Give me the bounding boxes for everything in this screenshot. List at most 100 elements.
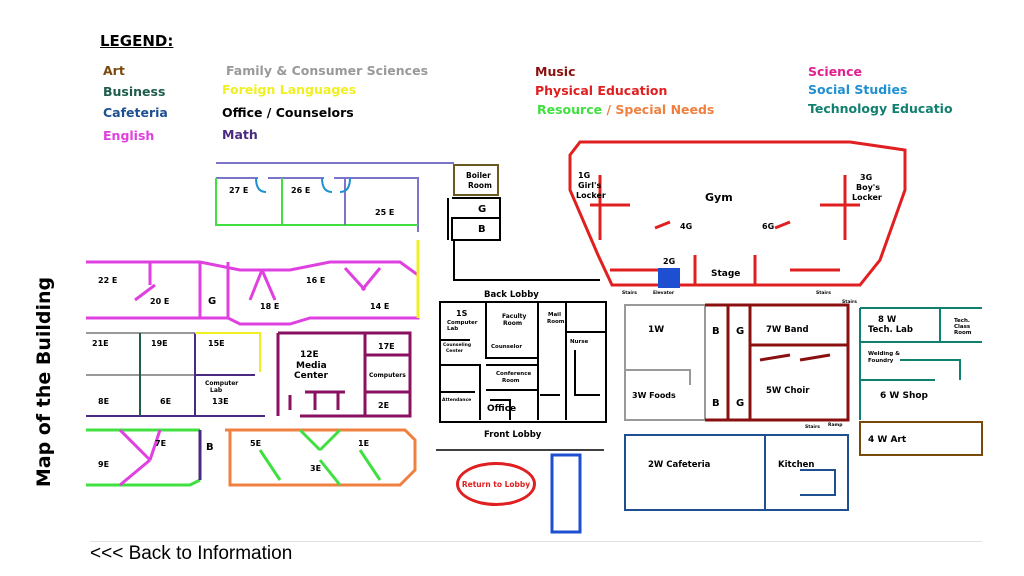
- media-center: [276, 331, 412, 418]
- boys-locker-1: 3G: [860, 173, 872, 182]
- wing-9e-1e: [86, 428, 417, 487]
- room-8w-1: 8 W: [878, 315, 897, 325]
- legend-title: LEGEND:: [100, 32, 174, 50]
- room-2g: 2G: [663, 257, 675, 266]
- room-6w-shop: 6 W Shop: [880, 391, 929, 401]
- nurse-label: Nurse: [570, 339, 589, 345]
- room-19e: 19E: [151, 339, 168, 348]
- legend-family-consumer-sciences: Family & Consumer Sciences: [226, 63, 429, 78]
- room-5e: 5E: [250, 439, 261, 448]
- legend-music: Music: [535, 64, 576, 79]
- room-6g: 6G: [762, 222, 774, 231]
- english-g: G: [208, 296, 216, 307]
- faculty-label-2: Room: [503, 320, 522, 327]
- girls-locker-3: Locker: [576, 191, 606, 200]
- welding-label-1: Welding &: [868, 351, 900, 357]
- room-18e: 18 E: [260, 302, 279, 311]
- room-1w: 1W: [648, 325, 664, 335]
- room-2e: 2E: [378, 401, 389, 410]
- kitchen-label: Kitchen: [778, 460, 814, 470]
- conference-label-1: Conference: [496, 371, 531, 377]
- room-14e: 14 E: [370, 302, 389, 311]
- lower-b: B: [206, 442, 214, 453]
- computer-lab-label-2: Lab: [210, 387, 223, 394]
- counselor-label: Counselor: [491, 344, 522, 350]
- tech-class-2: Class: [954, 324, 971, 330]
- legend-math: Math: [222, 127, 258, 142]
- wing-21e-13e: [86, 332, 265, 417]
- legend-art: Art: [103, 63, 125, 78]
- room-15e: 15E: [208, 339, 225, 348]
- room-9e: 9E: [98, 460, 109, 469]
- legend-physical-education: Physical Education: [535, 83, 668, 98]
- legend-resource: Resource: [537, 102, 603, 117]
- legend-foreign-languages: Foreign Languages: [222, 82, 357, 97]
- boys-locker-2: Boy's: [856, 183, 880, 192]
- ramp-label: Ramp: [828, 422, 843, 428]
- computer-lab-1s-1: Computer: [447, 320, 478, 326]
- room-8w-2: Tech. Lab: [868, 325, 913, 335]
- room-27e: 27 E: [229, 186, 248, 195]
- room-21e: 21E: [92, 339, 109, 348]
- room-2w-cafeteria: 2W Cafeteria: [648, 460, 711, 470]
- computer-lab-label-1: Computer: [205, 380, 238, 387]
- mail-label-1: Mail: [548, 312, 561, 318]
- boiler-label-2: Room: [468, 181, 492, 190]
- welding-label-2: Foundry: [868, 358, 894, 364]
- west-wing: [624, 303, 850, 422]
- gym-label: Gym: [705, 191, 733, 204]
- boys-locker-3: Locker: [852, 193, 882, 202]
- legend-english: English: [103, 128, 155, 143]
- west-b-upper: B: [712, 326, 720, 337]
- office-block: [439, 301, 607, 423]
- west-g-lower: G: [736, 398, 744, 409]
- tech-class-3: Room: [954, 330, 972, 336]
- girls-locker-2: Girl's: [578, 181, 601, 190]
- boiler-g: G: [478, 204, 486, 215]
- boiler-b: B: [478, 224, 486, 235]
- west-g-upper: G: [736, 326, 744, 337]
- room-7w-band: 7W Band: [766, 325, 809, 335]
- art-room-wall: [859, 421, 983, 456]
- room-13e: 13E: [212, 397, 229, 406]
- corner-marker: [550, 453, 582, 534]
- return-to-lobby-button[interactable]: Return to Lobby: [456, 462, 536, 506]
- room-7e: 7E: [155, 439, 166, 448]
- faculty-label-1: Faculty: [502, 313, 527, 320]
- room-20e: 20 E: [150, 297, 169, 306]
- elevator-label: Elevator: [653, 290, 675, 296]
- stairs-label-tech: Stairs: [842, 299, 857, 305]
- media-label-1: Media: [296, 361, 327, 371]
- computer-lab-1s-2: Lab: [447, 326, 458, 332]
- room-12e: 12E: [300, 350, 319, 360]
- room-26e: 26 E: [291, 186, 310, 195]
- room-6e: 6E: [160, 397, 171, 406]
- media-label-2: Center: [294, 371, 329, 381]
- room-3w-foods: 3W Foods: [632, 391, 676, 400]
- front-lobby-label: Front Lobby: [484, 430, 542, 440]
- stairs-label-left: Stairs: [622, 290, 637, 296]
- room-17e: 17E: [378, 342, 395, 351]
- room-3e: 3E: [310, 464, 321, 473]
- room-1e: 1E: [358, 439, 369, 448]
- computers-label: Computers: [369, 372, 406, 379]
- counseling-label-1: Counseling: [443, 342, 471, 348]
- counseling-label-2: Center: [446, 348, 464, 354]
- legend-resource-special-needs: Resource / Special Needs: [537, 102, 714, 117]
- back-lobby-label: Back Lobby: [484, 290, 539, 300]
- office-label: Office: [487, 404, 516, 414]
- legend-social-studies: Social Studies: [808, 82, 908, 97]
- legend-business: Business: [103, 84, 166, 99]
- tech-class-1: Tech.: [954, 318, 970, 324]
- wing-27e-25e: [215, 177, 419, 232]
- girls-locker-1: 1G: [578, 171, 590, 180]
- back-to-information-link[interactable]: <<< Back to Information: [90, 543, 293, 564]
- room-25e: 25 E: [375, 208, 394, 217]
- attendance-label: Attendance: [442, 397, 471, 403]
- wing-22e-14e: [86, 260, 420, 326]
- conference-label-2: Room: [502, 378, 520, 384]
- room-22e: 22 E: [98, 276, 117, 285]
- legend-science: Science: [808, 64, 862, 79]
- stairs-label-west: Stairs: [805, 424, 820, 430]
